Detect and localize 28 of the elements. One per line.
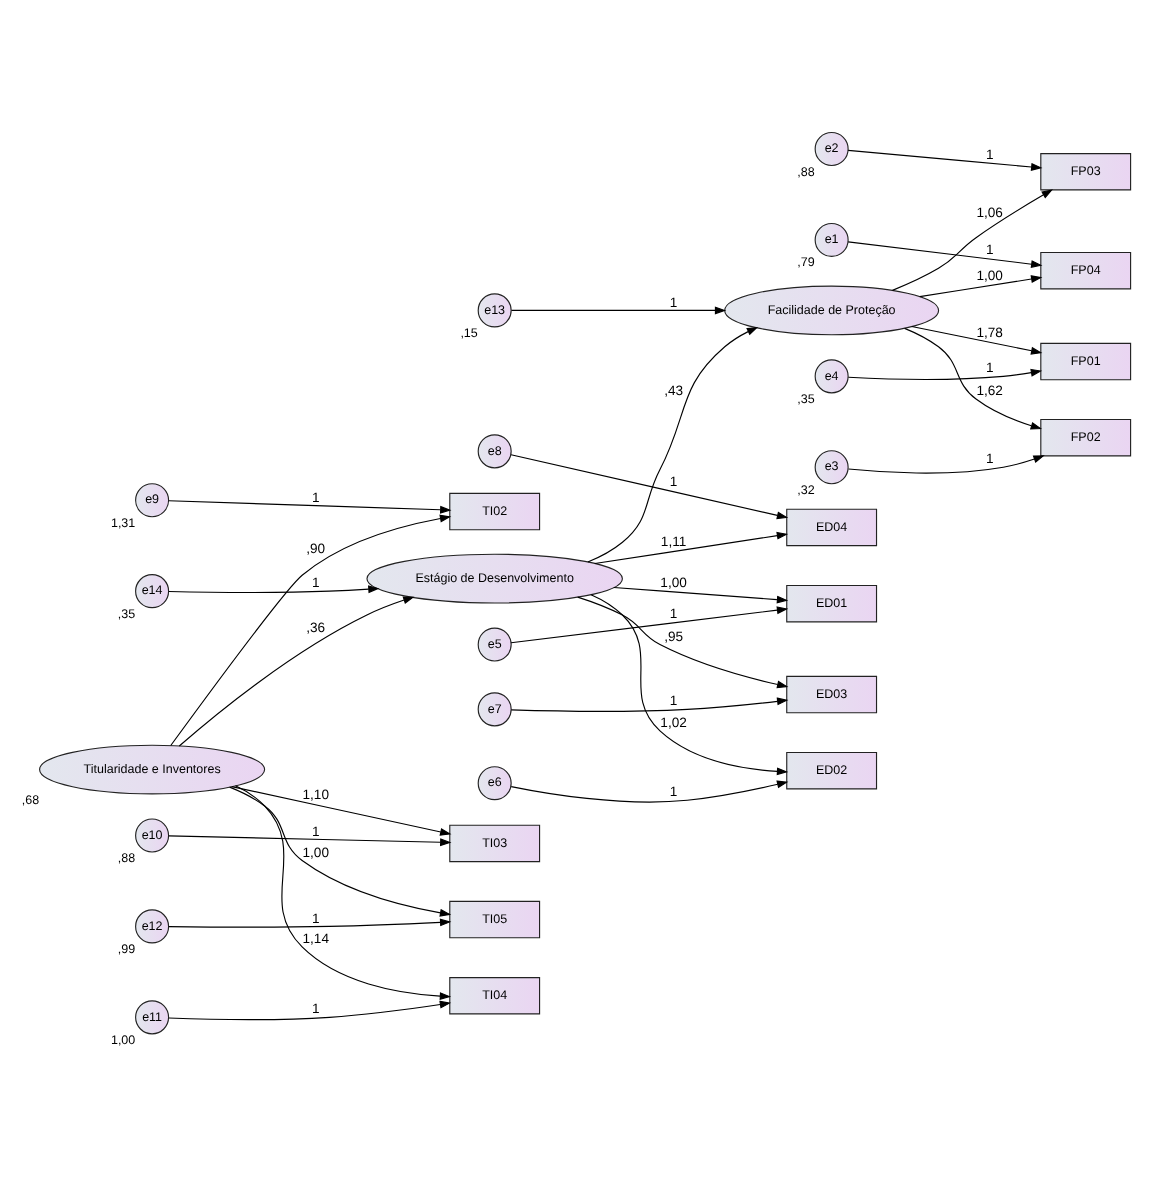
arrow <box>510 306 727 315</box>
arrow <box>594 531 789 565</box>
arrow <box>178 596 415 747</box>
arrow <box>510 606 789 644</box>
arrow <box>168 835 452 847</box>
arrow <box>919 275 1043 298</box>
arrow <box>510 697 789 712</box>
arrow <box>613 586 789 604</box>
arrow <box>590 594 789 776</box>
arrow <box>170 514 452 747</box>
arrow <box>510 780 789 803</box>
arrow <box>577 596 789 689</box>
arrow <box>911 325 1043 355</box>
arrow <box>587 326 759 563</box>
arrow <box>168 585 380 594</box>
arrow <box>847 149 1043 171</box>
arrow <box>234 785 452 1001</box>
arrow <box>847 368 1043 380</box>
arrow <box>231 786 452 836</box>
arrow <box>847 455 1045 474</box>
arrow <box>168 500 452 514</box>
arrow <box>168 918 452 928</box>
arrow <box>847 241 1043 269</box>
arrow <box>229 786 452 917</box>
arrow <box>891 189 1053 291</box>
arrow <box>168 1000 452 1021</box>
arrow <box>904 327 1043 430</box>
arrow <box>510 454 789 520</box>
